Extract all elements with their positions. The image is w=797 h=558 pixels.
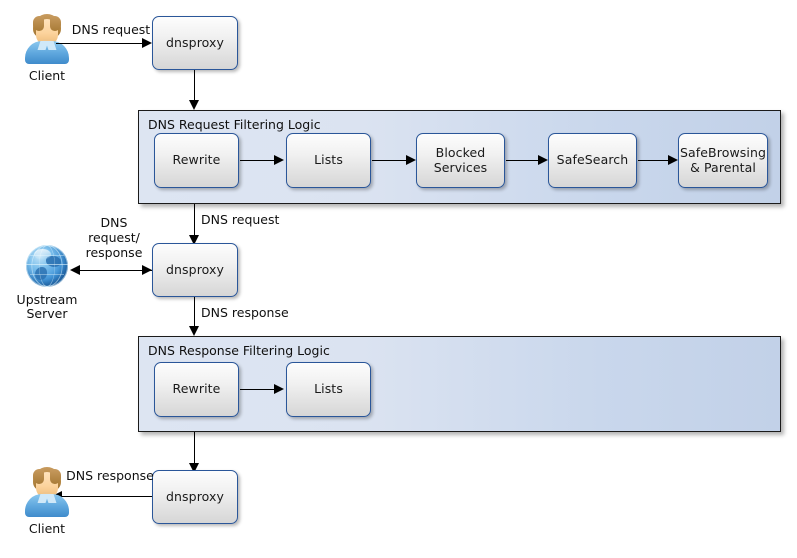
edge-label-request-panel-to-proxy: DNS request: [201, 212, 280, 227]
edge-lists-to-blocked-services: [372, 160, 408, 161]
edge-label-proxy-to-upstream: DNS request/ response: [85, 215, 143, 260]
node-dnsproxy-bottom[interactable]: dnsproxy: [152, 470, 238, 524]
panel-response-filtering: DNS Response Filtering Logic: [138, 336, 781, 432]
step-rewrite-response-label: Rewrite: [172, 381, 221, 397]
step-safebrowsing-parental[interactable]: SafeBrowsing & Parental: [678, 133, 768, 188]
person-icon: [24, 467, 70, 517]
step-lists-request-label: Lists: [314, 152, 343, 168]
panel-response-filtering-title: DNS Response Filtering Logic: [148, 343, 330, 358]
arrowhead-to-proxy-middle: [142, 265, 152, 275]
step-lists-request[interactable]: Lists: [286, 133, 371, 188]
arrowhead-rewrite-to-lists-request: [274, 155, 284, 165]
step-blocked-services-label: Blocked Services: [433, 145, 488, 175]
person-hair-right: [50, 469, 61, 484]
globe-icon: [24, 243, 70, 289]
step-rewrite-request-label: Rewrite: [172, 152, 221, 168]
node-dnsproxy-top-label: dnsproxy: [165, 34, 225, 50]
edge-rewrite-to-lists-response: [240, 389, 276, 390]
globe-parallel-south: [30, 274, 64, 275]
globe-highlight: [34, 249, 51, 260]
edge-proxy-to-upstream: [78, 270, 152, 271]
person-icon: [24, 14, 70, 64]
globe-equator: [26, 264, 68, 265]
edge-label-client-to-proxy: DNS request: [71, 22, 151, 37]
step-blocked-services[interactable]: Blocked Services: [416, 133, 505, 188]
node-dnsproxy-middle-label: dnsproxy: [165, 261, 225, 277]
node-dnsproxy-top[interactable]: dnsproxy: [152, 16, 238, 70]
client-top-label: Client: [28, 68, 66, 83]
edge-blocked-to-safesearch: [506, 160, 540, 161]
edge-proxy-to-request-panel: [194, 70, 195, 102]
edge-response-panel-to-proxy: [194, 432, 195, 466]
panel-request-filtering-title: DNS Request Filtering Logic: [148, 117, 321, 132]
upstream-server-label: Upstream Server: [16, 292, 78, 321]
step-safesearch-label: SafeSearch: [556, 152, 629, 168]
person-hair-right: [50, 16, 61, 31]
step-lists-response-label: Lists: [314, 381, 343, 397]
step-safebrowsing-parental-label: SafeBrowsing & Parental: [679, 145, 767, 175]
edge-label-proxy-to-response-panel: DNS response: [201, 305, 289, 320]
node-dnsproxy-bottom-label: dnsproxy: [165, 488, 225, 504]
step-lists-response[interactable]: Lists: [286, 362, 371, 417]
node-dnsproxy-middle[interactable]: dnsproxy: [152, 243, 238, 297]
arrowhead-client-to-proxy: [142, 38, 152, 48]
step-rewrite-response[interactable]: Rewrite: [154, 362, 239, 417]
edge-client-to-proxy: [56, 43, 144, 44]
arrowhead-response-panel-to-proxy: [189, 463, 199, 473]
edge-proxy-to-client: [60, 496, 152, 497]
arrowhead-request-panel-to-proxy: [189, 235, 199, 245]
person-hair-left: [33, 469, 44, 484]
arrowhead-safesearch-to-safebrowsing: [668, 155, 678, 165]
arrowhead-blocked-to-safesearch: [538, 155, 548, 165]
person-body: [25, 494, 69, 517]
person-hair-left: [33, 16, 44, 31]
step-rewrite-request[interactable]: Rewrite: [154, 133, 239, 188]
arrowhead-proxy-to-response-panel: [189, 326, 199, 336]
edge-label-proxy-to-client: DNS response: [66, 468, 154, 483]
arrowhead-to-upstream: [70, 265, 80, 275]
arrowhead-proxy-to-request-panel: [189, 100, 199, 110]
edge-request-panel-to-proxy: [194, 204, 195, 238]
arrowhead-lists-to-blocked-services: [406, 155, 416, 165]
person-body: [25, 41, 69, 64]
step-safesearch[interactable]: SafeSearch: [548, 133, 637, 188]
globe-meridian-3: [26, 245, 68, 287]
edge-safesearch-to-safebrowsing: [638, 160, 670, 161]
client-bottom-label: Client: [28, 521, 66, 536]
arrowhead-rewrite-to-lists-response: [274, 384, 284, 394]
edge-rewrite-to-lists-request: [240, 160, 276, 161]
edge-proxy-to-response-panel: [194, 297, 195, 329]
